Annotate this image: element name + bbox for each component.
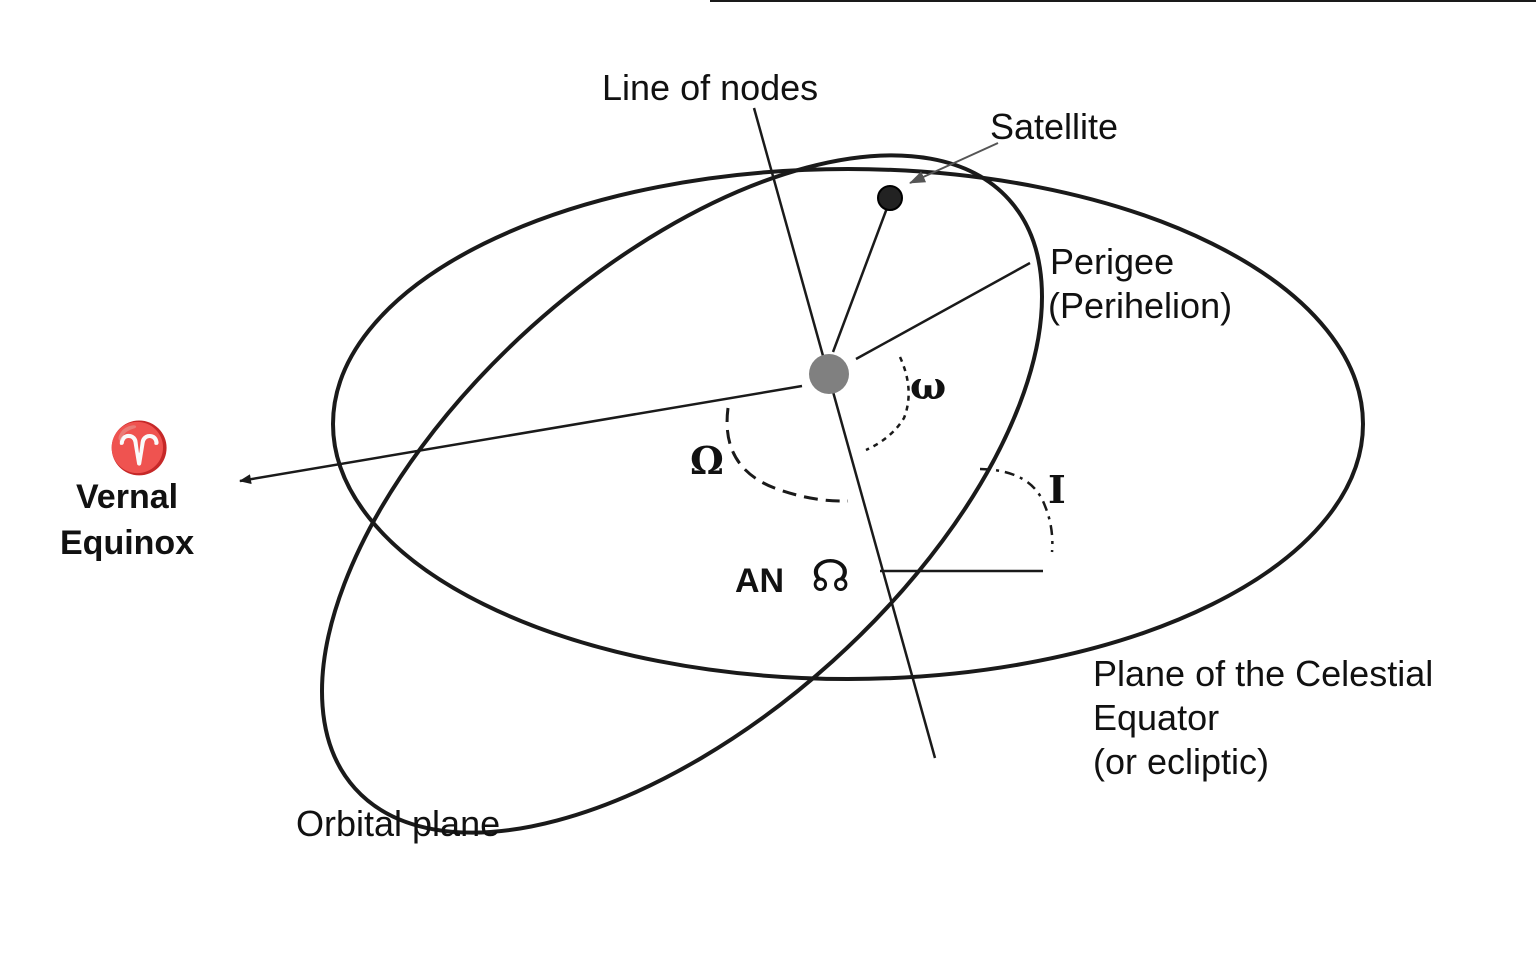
- perihelion-label: (Perihelion): [1048, 285, 1232, 326]
- omega-capital-label: Ω: [690, 438, 724, 483]
- raan-angle-arc: [725, 407, 849, 503]
- ascending-node-label: AN: [735, 562, 784, 600]
- satellite-dot: [877, 185, 903, 211]
- central-body: [809, 354, 849, 394]
- line-of-nodes-label: Line of nodes: [602, 67, 818, 108]
- perigee-label: Perigee: [1050, 241, 1174, 282]
- line-to-perigee: [855, 261, 1031, 361]
- orbital-plane-ellipse: [320, 153, 1044, 835]
- inclination-label: I: [1048, 467, 1066, 512]
- omega-small-label: ω: [910, 363, 946, 408]
- equinox-label: Equinox: [60, 524, 194, 562]
- satellite-pointer-arrow: [909, 142, 999, 184]
- celestial-plane-label-line3: (or ecliptic): [1093, 741, 1269, 782]
- line-of-nodes: [752, 107, 937, 759]
- radius-to-satellite: [831, 207, 889, 353]
- satellite-label: Satellite: [990, 106, 1118, 147]
- vernal-equinox-arrow: [239, 384, 803, 485]
- argument-of-perigee-arc: [865, 356, 910, 452]
- ascending-node-icon: ☊: [811, 551, 850, 602]
- orbital-plane-label: Orbital plane: [296, 803, 500, 844]
- celestial-plane-label-line2: Equator: [1093, 697, 1219, 738]
- equatorial-plane-ellipse: [331, 167, 1365, 681]
- celestial-plane-label-line1: Plane of the Celestial: [1093, 653, 1433, 694]
- aries-icon: ♈: [108, 419, 170, 477]
- vernal-label: Vernal: [76, 478, 178, 516]
- inclination-angle-arc: [979, 467, 1054, 553]
